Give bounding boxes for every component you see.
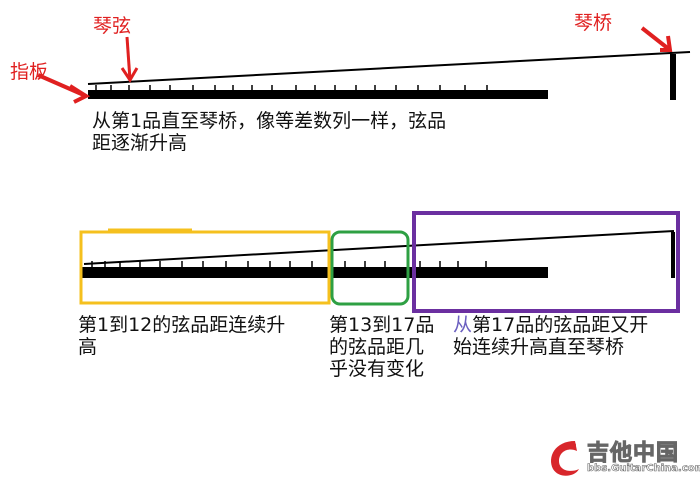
bottom-fretboard xyxy=(82,267,548,278)
caption-line: 的弦品距几 xyxy=(329,336,425,358)
top-frets xyxy=(95,85,488,91)
label-bridge: 琴桥 xyxy=(574,12,613,34)
caption-line: 高 xyxy=(78,336,98,358)
section-box-1-12 xyxy=(79,230,331,305)
string-arrow xyxy=(120,36,139,83)
label-string: 琴弦 xyxy=(93,15,132,37)
top-fretboard xyxy=(88,90,548,99)
top-string xyxy=(87,51,691,85)
section-caption-13-17: 第13到17品 的弦品距几 乎没有变化 xyxy=(329,314,434,380)
bottom-string xyxy=(83,230,675,265)
bridge-arrow xyxy=(640,26,673,52)
top-caption: 从第1品直至琴桥，像等差数列一样，弦品 距逐渐升高 xyxy=(92,110,446,154)
caption-line: 距逐渐升高 xyxy=(92,132,188,154)
label-fingerboard: 指板 xyxy=(10,61,49,83)
logo-name: 吉他中国 xyxy=(586,441,680,467)
top-bridge xyxy=(670,54,676,100)
section-caption-1-12: 第1到12的弦品距连续升 高 xyxy=(78,314,285,358)
bottom-diagram xyxy=(79,211,680,313)
section-box-13-17 xyxy=(330,230,410,306)
caption-prefix: 从 xyxy=(453,314,473,336)
site-logo: 吉他中国 bbs.GuitarChina.com xyxy=(545,435,700,479)
caption-line: 第1到12的弦品距连续升 xyxy=(78,314,286,336)
caption-line: 始连续升高直至琴桥 xyxy=(453,336,625,358)
caption-line: 第13到17品 xyxy=(329,314,435,336)
caption-line: 乎没有变化 xyxy=(329,358,425,380)
fingerboard-arrow xyxy=(37,73,91,104)
caption-line: 从第1品直至琴桥，像等差数列一样，弦品 xyxy=(92,110,447,132)
logo-url: bbs.GuitarChina.com xyxy=(587,463,700,475)
top-diagram xyxy=(37,26,691,104)
bottom-bridge xyxy=(671,232,675,278)
bottom-frets xyxy=(91,261,487,268)
section-box-17-bridge xyxy=(412,211,680,313)
section-caption-17-bridge: 从第17品的弦品距又开 始连续升高直至琴桥 xyxy=(453,314,648,358)
caption-line: 第17品的弦品距又开 xyxy=(472,314,649,336)
dragon-logo-icon xyxy=(551,441,579,476)
